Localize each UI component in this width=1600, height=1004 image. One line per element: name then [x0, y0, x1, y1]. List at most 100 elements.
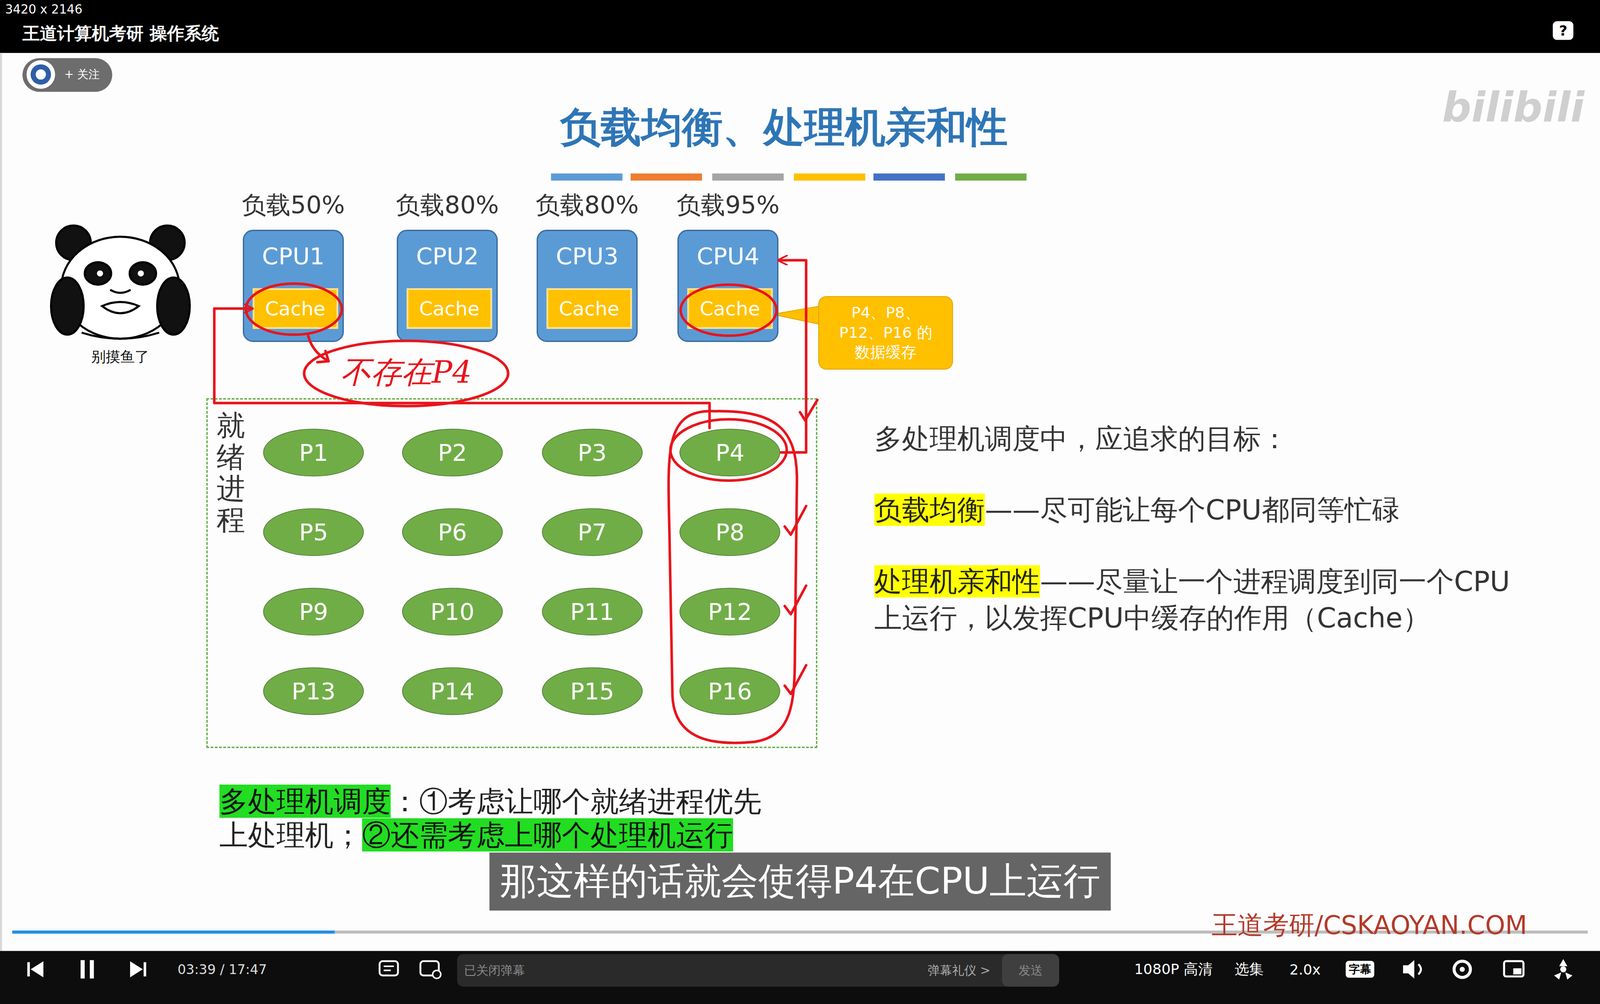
process-ellipse: P10	[401, 587, 504, 637]
process-name: P16	[707, 677, 752, 706]
label-wrap: 王道考研/CSKAOYAN.COM	[1211, 908, 1528, 943]
ellipse-shape	[263, 588, 364, 635]
process-name: P15	[570, 677, 615, 706]
highlight-term: 负载均衡	[874, 493, 985, 526]
cpu-box: 负载80%CPU2Cache	[396, 229, 498, 342]
load-percent: 负载95%	[676, 190, 780, 219]
highlight-term: ②还需考虑上哪个处理机运行	[362, 818, 734, 852]
goal-heading: 多处理机调度中，应追求的目标：	[874, 420, 1289, 458]
annotation-loop	[668, 411, 797, 743]
title-color-bars	[551, 173, 1027, 181]
process-name: P8	[715, 518, 745, 546]
text-paragraph: 处理机亲和性——尽量让一个进程调度到同一个CPU上运行，以发挥CPU中缓存的作用…	[874, 563, 1513, 637]
follow-button: + 关注	[64, 66, 100, 82]
cache-box: Cache	[252, 288, 339, 329]
episode-button: 选集	[1234, 960, 1264, 980]
label-wrap: 3420 x 2146	[5, 2, 83, 17]
load-heading-wrap: 负载50%	[241, 189, 345, 223]
handwritten-arrow	[778, 260, 807, 453]
ellipse-shape	[679, 667, 780, 715]
label-wrap: 负载均衡、处理机亲和性	[560, 100, 1008, 156]
process-name: P10	[430, 597, 475, 626]
process-ellipse: P2	[401, 428, 504, 478]
label-wrap: 03:39 / 17:47	[177, 961, 268, 978]
cpu-name: CPU4	[678, 242, 778, 270]
process-name: P14	[430, 677, 475, 706]
ellipse-shape	[402, 667, 503, 715]
label-wrap: 字幕	[1345, 960, 1375, 978]
process-name: P4	[715, 438, 745, 467]
ellipse-shape	[679, 588, 780, 635]
help-icon: ?	[1553, 21, 1574, 40]
load-heading-wrap: 负载95%	[676, 189, 780, 223]
process-name: P13	[291, 677, 336, 706]
cpu-box: 负载95%CPU4Cache	[677, 229, 779, 342]
ellipse-shape	[402, 429, 503, 476]
danmaku-input: 已关闭弹幕	[464, 962, 525, 979]
label-wrap: bilibili	[1441, 83, 1585, 131]
slide-edge	[0, 52, 2, 951]
process-ellipse: P11	[541, 587, 644, 637]
process-name: P11	[570, 597, 615, 626]
annotation-ring	[246, 283, 342, 335]
process-ellipse: P1	[262, 428, 365, 478]
annotation-arrow	[308, 335, 329, 363]
label-wrap: 2.0x	[1289, 961, 1321, 978]
goal-text: ——尽可能让每个CPU都同等忙碌	[984, 493, 1400, 526]
slide-ground	[0, 52, 1600, 951]
ellipse-shape	[402, 508, 503, 556]
ellipse-shape	[402, 588, 503, 635]
annotation-check	[784, 585, 807, 615]
send-button-ground	[1002, 953, 1060, 987]
process-name: P5	[298, 518, 328, 546]
label-wrap: 发送	[1018, 962, 1043, 979]
cache-label: Cache	[265, 297, 326, 320]
panda-meme	[50, 225, 190, 339]
process-name: P2	[437, 438, 467, 467]
load-percent: 负载80%	[535, 190, 639, 219]
cache-box: Cache	[687, 288, 773, 329]
process-name: P9	[298, 597, 328, 626]
cache-label: Cache	[559, 297, 620, 320]
watermark: bilibili	[1441, 83, 1585, 131]
process-name: P7	[577, 518, 607, 546]
meme-caption: 别摸鱼了	[91, 347, 150, 367]
image-size: 3420 x 2146	[5, 2, 83, 17]
process-ellipse: P6	[401, 507, 504, 557]
process-ellipse: P8	[678, 507, 781, 557]
danmaku-box	[457, 953, 1060, 987]
annotation-check	[800, 400, 818, 421]
highlight-term: 处理机亲和性	[874, 565, 1040, 598]
callout-box: P4、P8、 P12、P16 的数据缓存	[818, 296, 953, 370]
process-name: P1	[298, 438, 328, 467]
load-percent: 负载80%	[395, 190, 499, 219]
uploader-avatar	[22, 58, 113, 92]
label-wrap: 弹幕礼仪 >	[927, 962, 991, 979]
ellipse-shape	[263, 667, 364, 715]
process-ellipse: P7	[541, 507, 644, 557]
ellipse-shape	[542, 429, 643, 476]
load-heading-wrap: 负载80%	[395, 189, 499, 223]
quality-button: 1080P 高清	[1134, 960, 1213, 980]
callout-tail	[772, 305, 821, 325]
annotation-ring	[670, 419, 787, 481]
cpu-box: 负载50%CPU1Cache	[242, 229, 344, 342]
process-ellipse: P13	[262, 666, 365, 716]
label-wrap: 选集	[1234, 960, 1264, 980]
cpu-name: CPU1	[244, 242, 343, 270]
annotation-ring	[680, 284, 777, 336]
site-credit: 王道考研/CSKAOYAN.COM	[1211, 908, 1528, 943]
label-wrap: 别摸鱼了	[91, 347, 150, 367]
process-ellipse: P12	[678, 587, 781, 637]
cache-box: Cache	[406, 288, 493, 329]
ellipse-shape	[263, 429, 364, 476]
process-ellipse: P4	[678, 428, 781, 478]
ellipse-shape	[542, 508, 643, 556]
label-wrap: 1080P 高清	[1134, 960, 1213, 980]
callout-text: P4、P8、 P12、P16 的数据缓存	[834, 302, 937, 363]
load-percent: 负载50%	[241, 190, 345, 219]
process-ellipse: P15	[541, 666, 644, 716]
subtitle-button: 字幕	[1345, 960, 1375, 978]
video-title: 王道计算机考研 操作系统	[22, 21, 219, 46]
